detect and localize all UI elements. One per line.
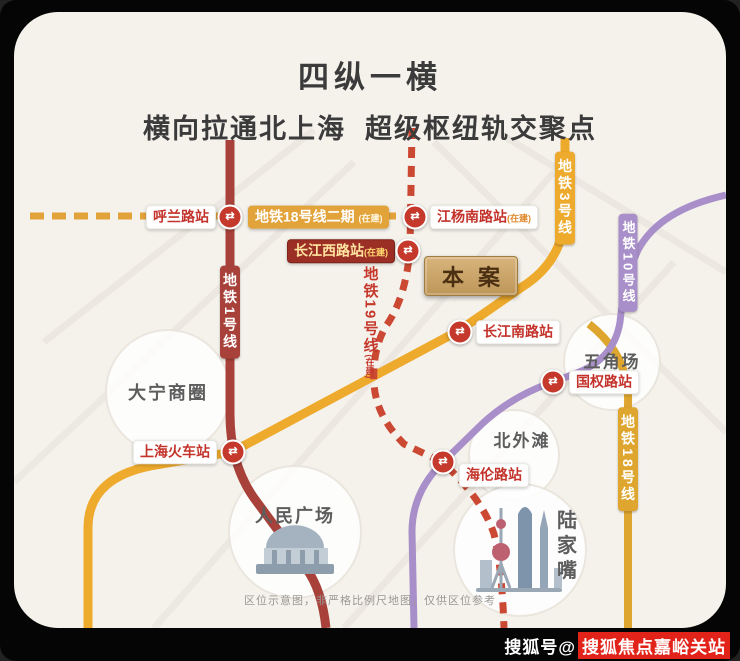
project-site-marker: 本案 [424, 256, 518, 296]
watermark-account-name: 搜狐焦点嘉峪关站 [578, 631, 730, 659]
title-subtitle: 横向拉通北上海 超级枢纽轨交聚点 [142, 114, 597, 144]
metro-line-18-path [586, 320, 633, 628]
swap-arrows-glyph: ⇄ [225, 210, 235, 223]
area-label-daning: 大宁商圈 [128, 383, 208, 403]
interchange-icon: ⇄ [395, 238, 421, 264]
station-label-changjiang-south-road: 长江南路站 [476, 320, 560, 344]
line-19-name: 地铁19号线 [361, 265, 379, 355]
station-label-hailun-road: 海伦路站 [459, 463, 529, 487]
watermark: 搜狐号@ 搜狐焦点嘉峪关站 [504, 631, 730, 659]
line-19-under-construction-tag: (在建) [364, 354, 375, 379]
interchange-icon: ⇄ [220, 439, 246, 465]
lujiazui-skyline-illustration [476, 507, 562, 592]
swap-arrows-glyph: ⇄ [410, 210, 420, 223]
area-label-beiwaitan: 北外滩 [493, 431, 551, 451]
area-label-renmin-guangchang: 人民广场 [255, 506, 335, 526]
line-3-badge: 地铁3号线 [555, 151, 575, 245]
swap-arrows-glyph: ⇄ [455, 325, 465, 338]
interchange-icon: ⇄ [430, 449, 456, 475]
station-label-shanghai-railway-station: 上海火车站 [133, 440, 217, 464]
line-1-badge: 地铁1号线 [220, 265, 240, 359]
line-18-phase2-under-construction-tag: (在建) [358, 213, 383, 224]
map-disclaimer: 区位示意图，非严格比例尺地图，仅供区位参考 [244, 595, 496, 607]
line-19-label: 地铁19号线(在建) [361, 265, 379, 379]
station-label-hulan-road: 呼兰路站 [146, 205, 216, 229]
swap-arrows-glyph: ⇄ [403, 244, 413, 257]
area-label-wujiaochang: 五角场 [583, 352, 641, 372]
station-name: 长江西路站 [294, 242, 364, 259]
interchange-icon: ⇄ [447, 319, 473, 345]
station-label-changjiang-west-road: 长江西路站(在建) [287, 239, 395, 263]
area-label-lujiazui: 陆家嘴 [553, 509, 576, 585]
station-name: 江杨南路站 [437, 208, 507, 225]
title-main: 四纵一横 [298, 60, 442, 95]
map-card: 四纵一横 横向拉通北上海 超级枢纽轨交聚点 大宁商圈 人民广场 五角场 北外滩 … [14, 12, 726, 628]
interchange-icon: ⇄ [540, 369, 566, 395]
interchange-icon: ⇄ [217, 204, 243, 230]
station-label-jiangyang-south-road: 江杨南路站(在建) [430, 205, 538, 229]
watermark-prefix: 搜狐号@ [504, 637, 576, 657]
under-construction-tag: (在建) [364, 247, 388, 258]
interchange-icon: ⇄ [402, 204, 428, 230]
swap-arrows-glyph: ⇄ [438, 455, 448, 468]
line-18-badge: 地铁18号线 [618, 407, 638, 511]
line-18-phase2-badge: 地铁18号线二期 (在建) [248, 205, 390, 229]
swap-arrows-glyph: ⇄ [548, 375, 558, 388]
peoples-square-building-illustration [256, 525, 334, 574]
under-construction-tag: (在建) [507, 213, 531, 224]
line-18-phase2-name: 地铁18号线二期 [255, 208, 355, 225]
swap-arrows-glyph: ⇄ [228, 445, 238, 458]
title-block: 四纵一横 横向拉通北上海 超级枢纽轨交聚点 [14, 52, 726, 146]
station-label-guoquan-road: 国权路站 [569, 370, 639, 394]
line-10-badge: 地铁10号线 [618, 213, 638, 313]
